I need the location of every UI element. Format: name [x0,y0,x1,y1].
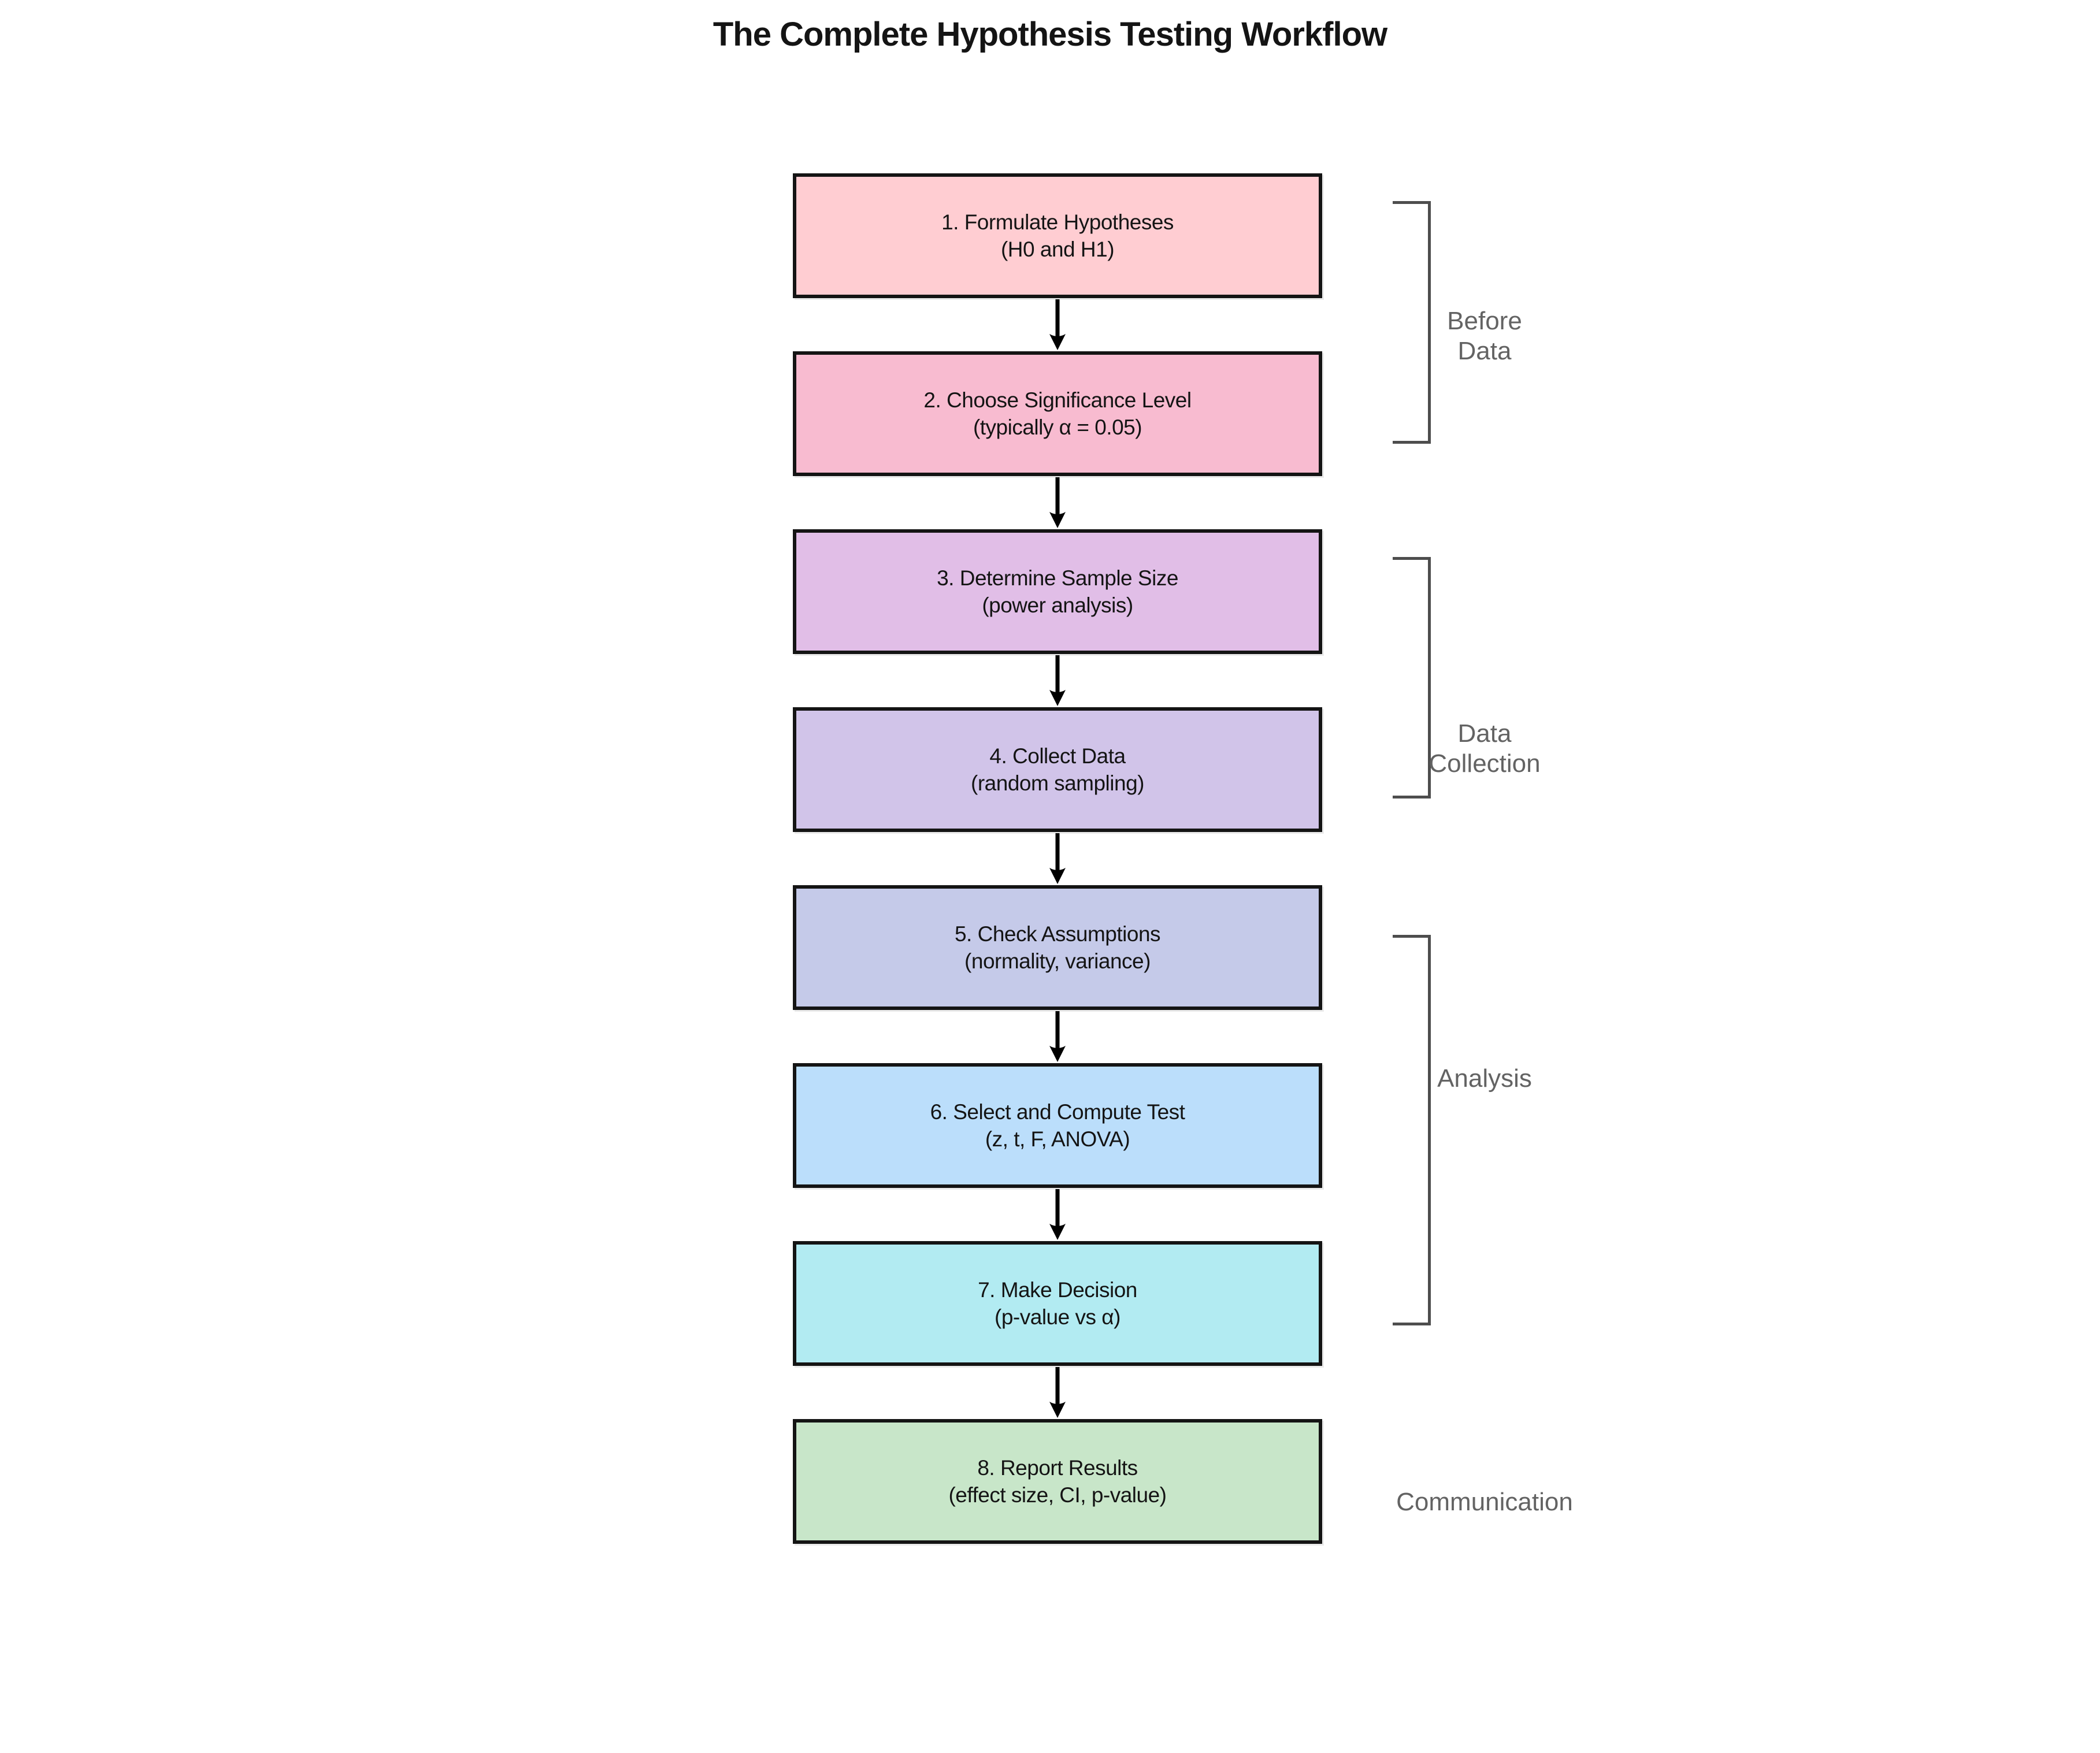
arrow-down-icon [1045,832,1070,885]
section-label-line: Data [1457,719,1512,748]
section-bracket-2 [1393,557,1431,798]
arrow-down-icon [1045,1188,1070,1241]
arrow-down-icon [1045,1010,1070,1063]
flow-step-7-sublabel: (p-value vs α) [995,1305,1121,1329]
section-label-line: Analysis [1437,1064,1532,1093]
section-label-4: Communication [1389,1487,1580,1517]
section-label-line: Collection [1429,749,1541,778]
arrow-down-icon [1045,654,1070,707]
flow-step-4-sublabel: (random sampling) [971,771,1144,795]
flow-step-5-label: 5. Check Assumptions [954,922,1161,946]
flow-step-1-sublabel: (H0 and H1) [1000,237,1115,261]
flow-step-3-sublabel: (power analysis) [982,593,1133,617]
arrow-down-icon [1045,1366,1070,1419]
flow-step-7-label: 7. Make Decision [978,1278,1137,1302]
flow-step-6: 6. Select and Compute Test (z, t, F, ANOV… [793,1063,1322,1188]
section-label-3: Analysis [1389,1064,1580,1094]
section-bracket-1 [1393,201,1431,444]
flow-step-2-label: 2. Choose Significance Level [923,388,1192,412]
section-label-line: Communication [1396,1488,1573,1516]
section-label-line: Data [1457,337,1512,365]
flow-step-8-sublabel: (effect size, CI, p-value) [948,1483,1167,1507]
flow-step-3: 3. Determine Sample Size (power analysis) [793,529,1322,654]
flow-step-8: 8. Report Results (effect size, CI, p-val… [793,1419,1322,1544]
flow-step-5-sublabel: (normality, variance) [964,949,1151,973]
flow-step-2-sublabel: (typically α = 0.05) [973,415,1142,439]
flow-step-4-label: 4. Collect Data [989,744,1126,768]
flow-step-8-label: 8. Report Results [977,1456,1138,1480]
flow-step-7: 7. Make Decision (p-value vs α) [793,1241,1322,1366]
flow-step-1-label: 1. Formulate Hypotheses [941,210,1174,234]
flow-step-6-label: 6. Select and Compute Test [930,1100,1185,1124]
arrow-down-icon [1045,476,1070,529]
diagram-title: The Complete Hypothesis Testing Workflow [713,16,1387,53]
section-bracket-3 [1393,935,1431,1325]
flow-step-4: 4. Collect Data (random sampling) [793,707,1322,832]
arrow-down-icon [1045,298,1070,351]
flow-step-1: 1. Formulate Hypotheses (H0 and H1) [793,173,1322,298]
flow-step-5: 5. Check Assumptions (normality, variance… [793,885,1322,1010]
flow-step-2: 2. Choose Significance Level (typically α… [793,351,1322,476]
flow-step-3-label: 3. Determine Sample Size [937,566,1178,590]
section-label-line: Before [1447,307,1522,335]
flow-step-6-sublabel: (z, t, F, ANOVA) [985,1127,1130,1151]
